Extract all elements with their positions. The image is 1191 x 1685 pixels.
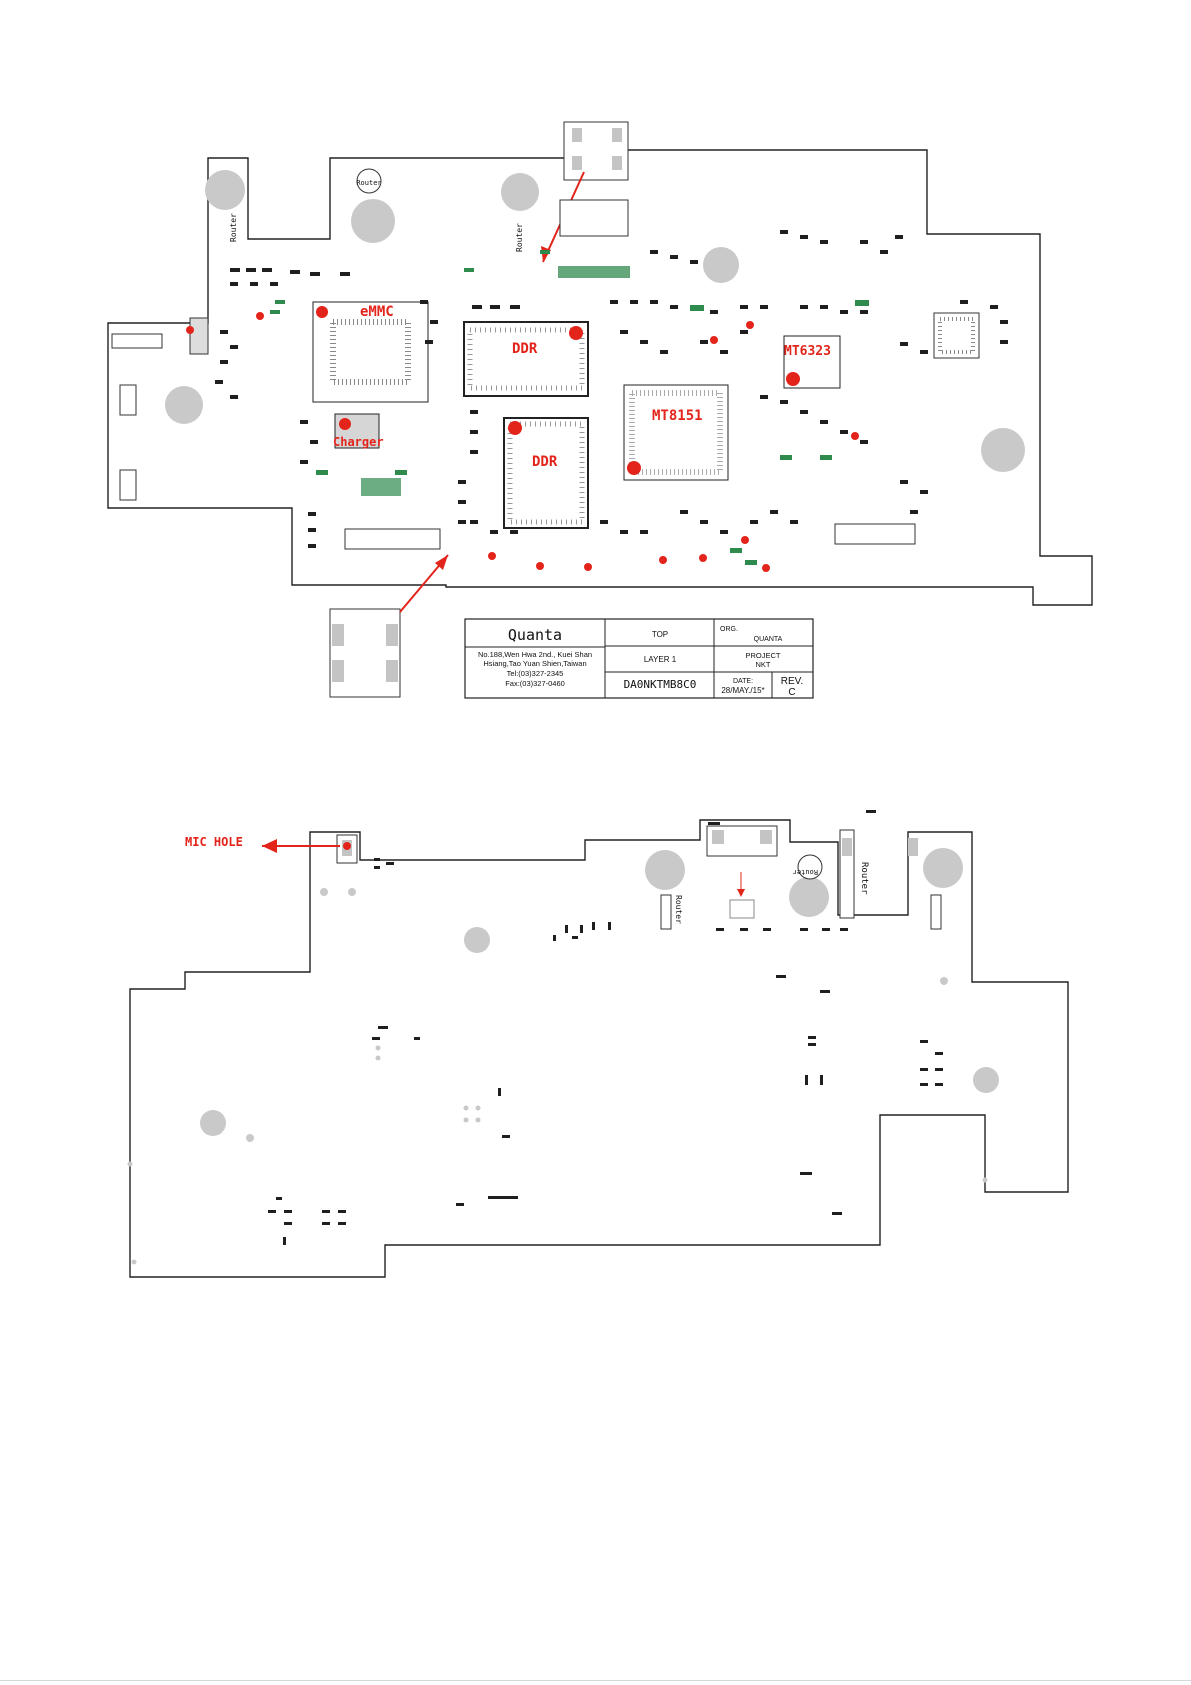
date-value: 28/MAY./15*	[721, 686, 764, 695]
mount-hole	[789, 877, 829, 917]
date-label: DATE:	[733, 678, 753, 685]
company-address-2: Hsiang,Tao Yuan Shien,Taiwan	[483, 659, 586, 668]
mount-hole	[200, 1110, 226, 1136]
router-label: Router	[793, 868, 818, 876]
small-pad-block	[730, 900, 754, 918]
top-connector-pad	[572, 156, 582, 170]
connector-pad	[332, 660, 344, 682]
router-label: Router	[515, 223, 524, 252]
rev-label: REV.	[781, 676, 803, 687]
org-value: QUANTA	[754, 636, 783, 643]
bottom-board-outline	[130, 820, 1068, 1277]
fpc-connector	[558, 266, 630, 278]
page-bottom-rule	[0, 1680, 1191, 1681]
rev-value: C	[788, 687, 795, 698]
mount-hole	[348, 888, 356, 896]
router-slot-pad	[908, 838, 918, 856]
test-point	[316, 306, 328, 318]
mt8151-label: MT8151	[652, 408, 703, 424]
ddr-top-label: DDR	[512, 341, 538, 357]
mount-hole	[501, 173, 539, 211]
top-connector-pad	[572, 128, 582, 142]
router-label: Router	[229, 213, 238, 242]
side-value: TOP	[652, 630, 668, 639]
bottom-vias	[128, 1046, 988, 1265]
layer-value: LAYER 1	[644, 655, 677, 664]
ddr-bottom-label: DDR	[532, 454, 558, 470]
usb-connector-pad	[760, 830, 772, 844]
mount-hole	[645, 850, 685, 890]
fpc-connector	[361, 478, 401, 496]
mic-hole-label: MIC HOLE	[185, 835, 243, 849]
top-connector-pad	[612, 156, 622, 170]
top-connector-pad	[612, 128, 622, 142]
company-tel: Tel:(03)327-2345	[507, 669, 564, 678]
mount-hole	[703, 247, 739, 283]
mount-hole	[351, 199, 395, 243]
company-address-1: No.188,Wen Hwa 2nd., Kuei Shan	[478, 650, 592, 659]
router-label: Router	[674, 895, 683, 924]
test-point	[508, 421, 522, 435]
company-fax: Fax:(03)327-0460	[505, 679, 565, 688]
test-point	[339, 418, 351, 430]
mic-hole-arrowhead	[262, 839, 277, 853]
mount-hole	[973, 1067, 999, 1093]
emmc-label: eMMC	[360, 304, 394, 320]
org-label: ORG.	[720, 626, 738, 633]
router-label: Router	[356, 179, 381, 187]
mount-hole	[165, 386, 203, 424]
router-slot-pad	[842, 838, 852, 856]
test-point	[569, 326, 583, 340]
pad-arrowhead	[737, 889, 745, 897]
mount-hole	[246, 1134, 254, 1142]
drawing-number: DA0NKTMB8C0	[624, 678, 697, 691]
connector-pad	[386, 624, 398, 646]
test-point	[786, 372, 800, 386]
project-value: NKT	[756, 660, 771, 669]
mount-hole	[923, 848, 963, 888]
mount-hole	[464, 927, 490, 953]
router-label: Router	[859, 862, 869, 895]
top-layer-board: Router Router Router eMMC DDR DDR MT8151…	[108, 122, 1092, 697]
mount-hole	[320, 888, 328, 896]
mount-hole	[205, 170, 245, 210]
connector-pad	[332, 624, 344, 646]
company-name: Quanta	[508, 626, 562, 644]
project-label: PROJECT	[745, 651, 780, 660]
usb-connector-pad	[712, 830, 724, 844]
test-point	[627, 461, 641, 475]
mt6323-label: MT6323	[784, 344, 831, 359]
title-block: Quanta No.188,Wen Hwa 2nd., Kuei Shan Hs…	[465, 619, 813, 698]
connector-pad	[386, 660, 398, 682]
charger-label: Charger	[333, 435, 384, 449]
mic-hole-marker	[343, 842, 351, 850]
mount-hole	[940, 977, 948, 985]
bottom-layer-board: MIC HOLE Router Router Router	[128, 810, 1069, 1277]
bottom-left-connector-block	[330, 609, 400, 697]
mount-hole	[981, 428, 1025, 472]
